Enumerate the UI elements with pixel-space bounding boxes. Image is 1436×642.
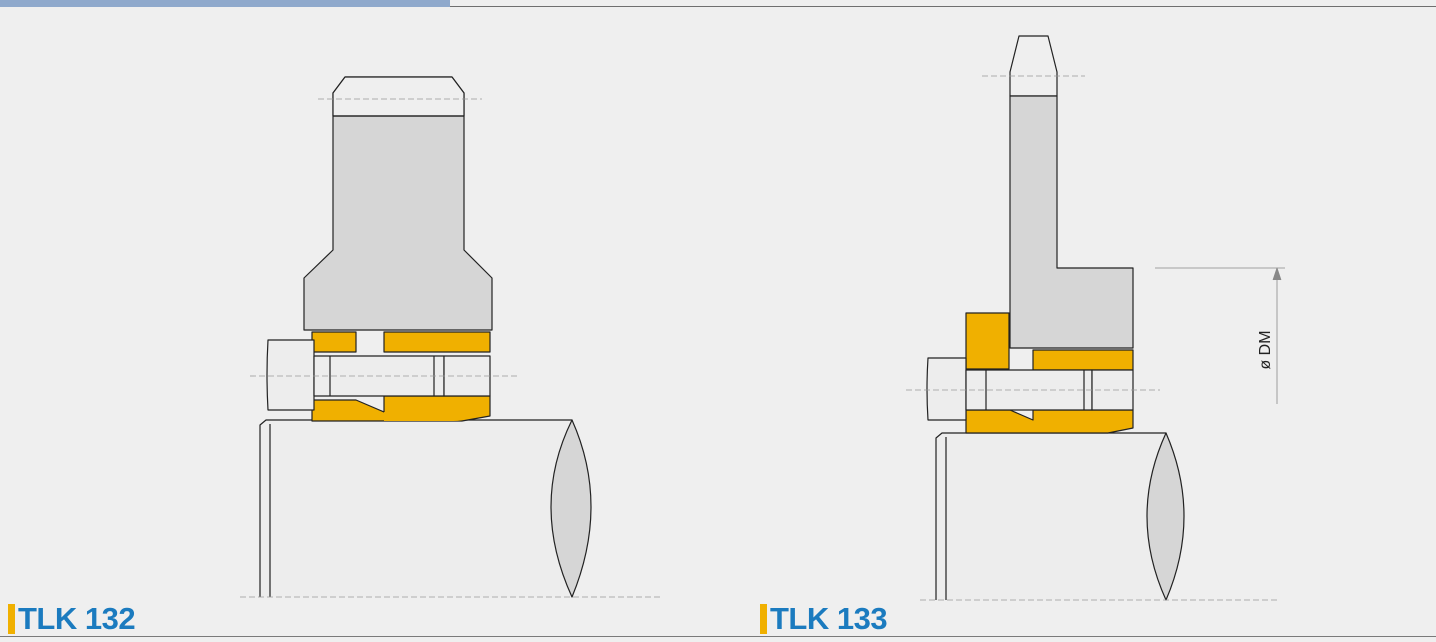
hub-right (1009, 95, 1134, 349)
caption-label: TLK 132 (18, 601, 136, 636)
caption-label: TLK 133 (770, 601, 888, 636)
clamp-ring-right-top (1032, 349, 1134, 371)
gear-body-right (1009, 35, 1058, 97)
assembly-tlk-132 (240, 76, 660, 598)
shaft-section-left (550, 419, 592, 598)
shaft-right (935, 432, 1167, 600)
clamp-ring-left-top-small (311, 331, 357, 353)
clamp-ring-left-top (383, 331, 491, 353)
header-rule (450, 6, 1436, 7)
dimension-dm (1155, 267, 1285, 404)
shaft-left (259, 419, 573, 597)
caption-marker (8, 604, 15, 634)
dimension-dm-label: ø DM (1257, 330, 1274, 369)
footer-rule (0, 636, 1436, 637)
clamp-ring-right-flange (965, 312, 1010, 370)
header-accent-bar (0, 0, 450, 7)
caption-marker (760, 604, 767, 634)
caption-tlk-132: TLK 132 (8, 601, 136, 636)
caption-tlk-133: TLK 133 (760, 601, 888, 636)
clamp-ring-right-bottom (965, 409, 1134, 434)
bolt-head-left (266, 339, 315, 411)
bolt-head-right (926, 357, 967, 421)
assembly-tlk-133: ø DM (906, 35, 1285, 601)
